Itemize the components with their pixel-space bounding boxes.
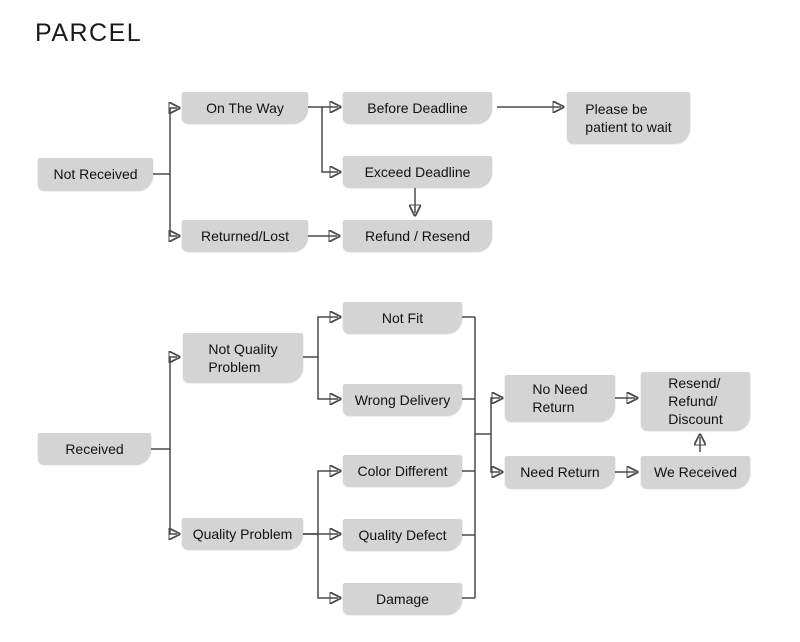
edge-notqualityproblem-wrongdelivery [317,357,338,399]
page-title: PARCEL [35,19,143,47]
node-returned-lost: Returned/Lost [182,220,308,251]
node-quality-problem-label: Quality Problem [192,525,293,542]
node-received-label: Received [65,440,124,457]
node-we-received: We Received [641,456,750,488]
edge-notreceived-returnedlost [170,174,177,236]
node-color-different-label: Color Different [357,462,448,479]
edge-received-qualityproblem [170,449,177,534]
node-refund-resend: Refund / Resend [343,220,492,251]
node-quality-defect-label: Quality Defect [358,526,447,543]
edge-notreceived-ontheway [153,108,177,175]
node-refund-resend-label: Refund / Resend [364,227,471,244]
node-quality-defect: Quality Defect [343,519,462,550]
node-damage: Damage [343,583,462,614]
node-not-fit-label: Not Fit [381,309,424,326]
node-please-wait-label: Please be patient to wait [585,100,672,135]
node-on-the-way-label: On The Way [206,99,284,116]
node-please-wait: Please be patient to wait [567,92,690,143]
node-no-need-return: No Need Return [505,375,615,421]
node-resend-refund-discount: Resend/ Refund/ Discount [641,372,750,430]
node-not-quality-problem-label: Not Quality Problem [208,340,278,375]
edge-qualityproblem-damage [317,534,338,598]
node-resend-refund-discount-label: Resend/ Refund/ Discount [668,375,723,427]
node-before-deadline-label: Before Deadline [367,99,468,116]
edge-qualityproblem-colordifferent [303,471,338,535]
edge-converge-noneedreturn [490,398,500,434]
edge-notqualityproblem-notfit [303,317,338,358]
node-wrong-delivery-label: Wrong Delivery [354,391,451,408]
edge-received-notqualityproblem [151,357,177,450]
node-quality-problem: Quality Problem [182,518,303,549]
node-color-different: Color Different [343,455,462,486]
node-received: Received [38,433,151,464]
node-not-received: Not Received [38,158,153,190]
node-before-deadline: Before Deadline [343,92,492,123]
node-not-quality-problem: Not Quality Problem [183,333,303,382]
edge-ontheway-exceeddeadline [321,107,338,172]
node-not-fit: Not Fit [343,302,462,333]
node-on-the-way: On The Way [182,92,308,123]
node-exceed-deadline: Exceed Deadline [343,156,492,187]
node-we-received-label: We Received [653,464,737,480]
edge-converge-rail [462,316,491,599]
node-no-need-return-label: No Need Return [532,381,588,415]
node-damage-label: Damage [376,590,429,607]
node-need-return-label: Need Return [520,464,600,480]
node-not-received-label: Not Received [53,166,138,182]
node-wrong-delivery: Wrong Delivery [343,384,462,415]
node-returned-lost-label: Returned/Lost [201,227,289,244]
node-exceed-deadline-label: Exceed Deadline [364,163,471,180]
node-need-return: Need Return [505,456,615,488]
edge-converge-needreturn [490,434,500,472]
